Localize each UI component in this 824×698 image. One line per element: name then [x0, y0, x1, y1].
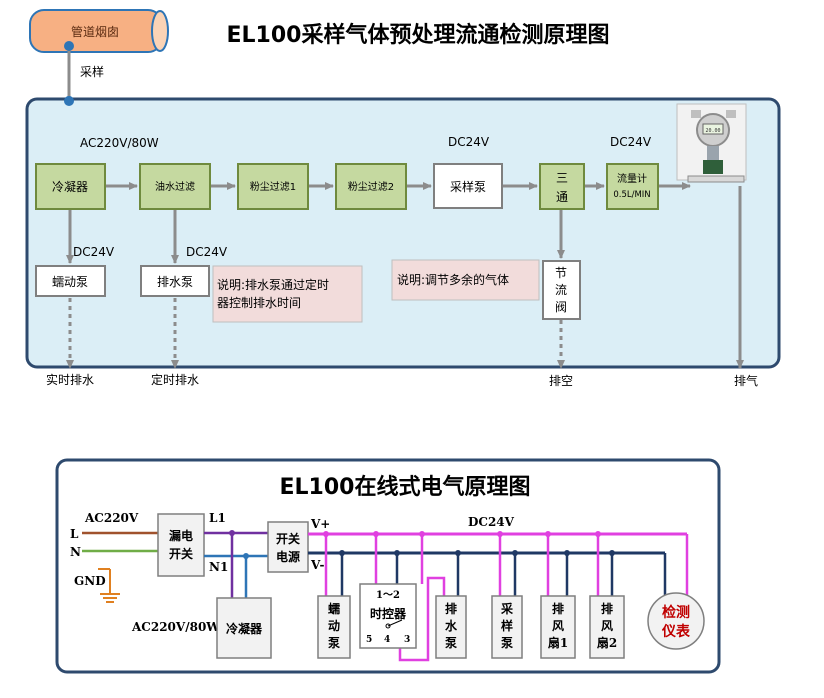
flow-meter-box: 流量计 0.5L/MIN: [606, 163, 659, 210]
svg-text:漏电: 漏电: [169, 528, 193, 543]
note-excess-gas: 说明:调节多余的气体: [391, 259, 540, 301]
svg-text:流: 流: [555, 283, 567, 297]
v-plus-label: V+: [310, 517, 330, 531]
chimney-pipe: 管道烟囱: [29, 9, 169, 53]
detection-instrument-unit: 检测 仪表: [647, 592, 705, 650]
leakage-switch-box: 漏电 开关: [157, 513, 205, 577]
sample-label: 采样: [80, 64, 104, 79]
oil-water-filter-box: 油水过滤: [139, 163, 211, 210]
svg-text:开关: 开关: [276, 531, 300, 546]
dc-main-label: DC24V: [448, 135, 490, 149]
dust-filter-2-box: 粉尘过滤2: [335, 163, 407, 210]
peristaltic-pump-unit: 蠕 动 泵: [317, 595, 351, 659]
svg-text:扇1: 扇1: [548, 635, 568, 650]
timer-controller-unit: 1～2 时控器 5 4 3: [359, 583, 417, 649]
dust-filter-1-box: 粉尘过滤1: [237, 163, 309, 210]
sample-pump-box: 采样泵: [433, 163, 503, 209]
svg-text:风: 风: [552, 619, 564, 633]
svg-text:时控器: 时控器: [370, 606, 407, 621]
svg-text:蠕动泵: 蠕动泵: [52, 275, 88, 289]
svg-text:排: 排: [601, 601, 613, 616]
dc-drain-label: DC24V: [186, 245, 228, 259]
three-way-box: 三 通: [539, 163, 585, 210]
svg-text:5: 5: [366, 635, 372, 645]
bus-drops: [323, 531, 689, 662]
throttle-valve-box: 节 流 阀: [542, 260, 581, 320]
ac-label: AC220V/80W: [80, 136, 159, 150]
svg-text:器控制排水时间: 器控制排水时间: [217, 296, 301, 310]
svg-text:检测: 检测: [662, 604, 690, 621]
svg-text:1～2: 1～2: [376, 590, 400, 601]
svg-text:3: 3: [404, 635, 410, 645]
N-label: N: [70, 545, 81, 559]
vent-air-label: 排空: [549, 374, 573, 388]
N1-label: N1: [209, 560, 228, 574]
detection-instrument-icon: 20.00: [676, 103, 747, 183]
GND-label: GND: [74, 574, 106, 588]
svg-text:开关: 开关: [169, 546, 193, 561]
timed-drain-label: 定时排水: [151, 372, 199, 387]
svg-text:蠕: 蠕: [328, 601, 340, 616]
dc-peristaltic-label: DC24V: [73, 245, 115, 259]
ac-condenser-label: AC220V/80W: [131, 620, 220, 634]
svg-text:排: 排: [445, 601, 457, 616]
svg-text:泵: 泵: [501, 636, 513, 650]
pipe-label: 管道烟囱: [71, 24, 119, 39]
drain-pump-box: 排水泵: [140, 265, 210, 297]
svg-text:水: 水: [445, 618, 458, 633]
exhaust-fan-1-unit: 排 风 扇1: [540, 595, 576, 659]
svg-text:20.00: 20.00: [705, 128, 720, 134]
svg-text:冷凝器: 冷凝器: [52, 179, 88, 194]
svg-text:泵: 泵: [445, 636, 457, 650]
svg-text:说明:调节多余的气体: 说明:调节多余的气体: [397, 272, 509, 287]
condenser-box: 冷凝器: [35, 163, 106, 210]
svg-text:阀: 阀: [555, 300, 567, 314]
svg-text:扇2: 扇2: [597, 635, 617, 650]
svg-text:流量计: 流量计: [617, 172, 647, 185]
exhaust-label: 排气: [734, 373, 758, 388]
realtime-drain-label: 实时排水: [46, 372, 94, 387]
L-label: L: [70, 527, 79, 541]
svg-text:泵: 泵: [328, 636, 340, 650]
sample-pump-unit: 采 样 泵: [491, 595, 523, 659]
ac220-label: AC220V: [84, 511, 139, 525]
svg-text:排水泵: 排水泵: [157, 275, 193, 289]
ground-icon: [98, 568, 120, 603]
svg-text:说明:排水泵通过定时: 说明:排水泵通过定时: [217, 277, 329, 292]
svg-text:油水过滤: 油水过滤: [155, 180, 195, 193]
bottom-title: EL100在线式电气原理图: [280, 474, 531, 500]
L1-label: L1: [209, 511, 226, 525]
svg-text:动: 动: [328, 619, 340, 633]
v-minus-label: V-: [310, 558, 324, 572]
svg-text:三: 三: [556, 171, 568, 185]
svg-text:仪表: 仪表: [661, 623, 691, 640]
top-title: EL100采样气体预处理流通检测原理图: [227, 22, 610, 48]
peristaltic-pump-box: 蠕动泵: [35, 265, 106, 297]
svg-text:节: 节: [555, 266, 567, 280]
svg-text:通: 通: [556, 190, 568, 204]
svg-text:样: 样: [501, 618, 513, 633]
drain-pump-unit: 排 水 泵: [435, 595, 467, 659]
svg-text:风: 风: [601, 619, 613, 633]
svg-text:采样泵: 采样泵: [450, 179, 486, 194]
dc-flow-label: DC24V: [610, 135, 652, 149]
power-supply-box: 开关 电源: [267, 521, 309, 573]
svg-text:粉尘过滤1: 粉尘过滤1: [250, 180, 296, 193]
dc24v-label: DC24V: [468, 515, 515, 529]
svg-text:冷凝器: 冷凝器: [226, 621, 263, 636]
svg-text:电源: 电源: [276, 549, 300, 564]
sample-port-top: [64, 41, 74, 51]
svg-text:粉尘过滤2: 粉尘过滤2: [348, 180, 394, 193]
svg-text:0.5L/MIN: 0.5L/MIN: [613, 190, 650, 200]
svg-text:采: 采: [500, 601, 513, 616]
exhaust-fan-2-unit: 排 风 扇2: [589, 595, 625, 659]
svg-text:排: 排: [552, 601, 564, 616]
flow-arrows: [66, 182, 744, 369]
svg-text:4: 4: [384, 635, 390, 645]
note-drain-timer: 说明:排水泵通过定时 器控制排水时间: [212, 265, 363, 323]
condenser-unit-box: 冷凝器: [216, 597, 272, 659]
